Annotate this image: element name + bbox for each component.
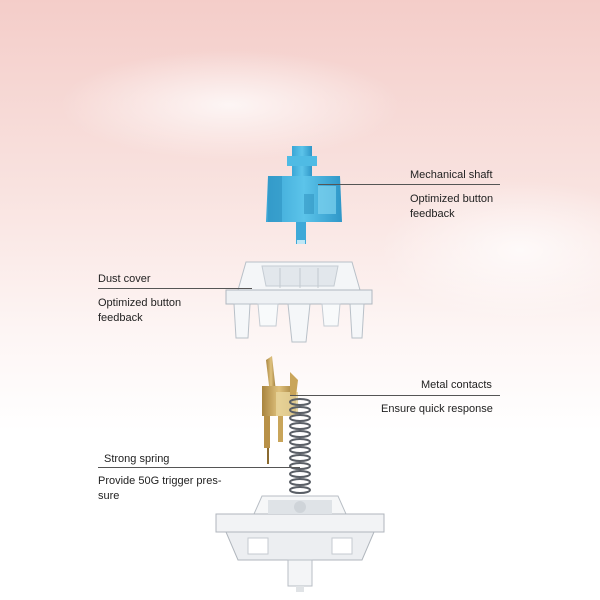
dust-cover-title: Dust cover xyxy=(98,273,151,285)
spring-leader-line xyxy=(98,467,300,468)
spring-desc-line1: Provide 50G trigger pres- xyxy=(98,475,222,487)
contacts-leader-line xyxy=(290,395,500,396)
shaft-title: Mechanical shaft xyxy=(410,169,493,181)
dust-cover-desc-line2: feedback xyxy=(98,312,143,324)
contacts-title: Metal contacts xyxy=(421,379,492,391)
shaft-leader-line xyxy=(318,184,500,185)
spring-title: Strong spring xyxy=(104,453,170,465)
spring-desc-line2: sure xyxy=(98,490,120,502)
dust-cover-desc-line1: Optimized button xyxy=(98,297,182,309)
contacts-desc: Ensure quick response xyxy=(381,403,493,415)
shaft-desc-line1: Optimized button xyxy=(410,193,494,205)
shaft-desc-line2: feedback xyxy=(410,208,455,220)
dust-cover-leader-line xyxy=(98,288,252,289)
